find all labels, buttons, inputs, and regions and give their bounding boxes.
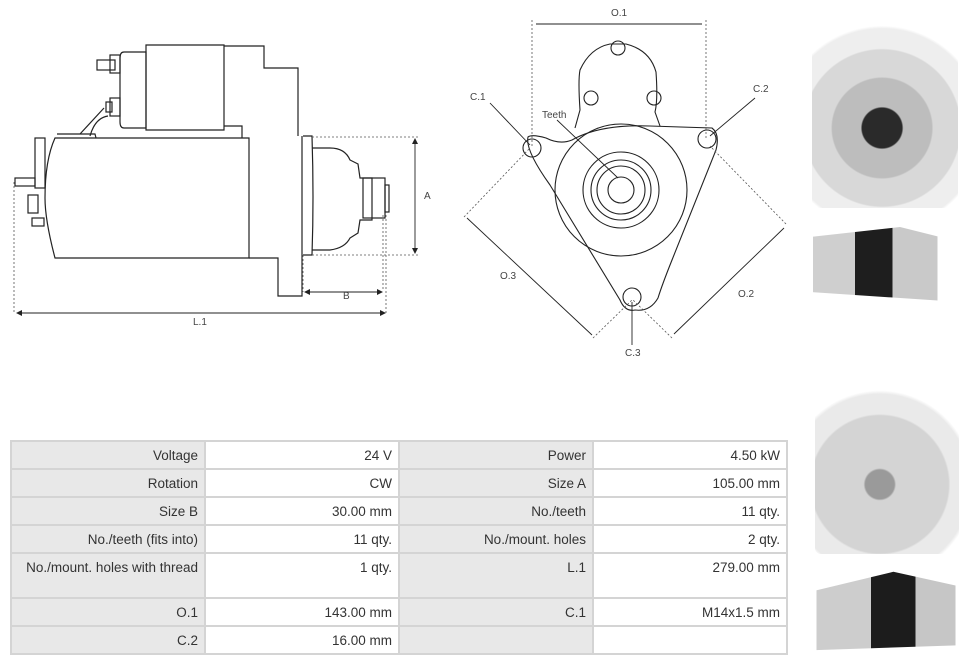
spec-row: No./teeth (fits into)11 qty.No./mount. h… (10, 524, 788, 554)
spec-label: No./mount. holes (398, 524, 594, 554)
spec-label: No./teeth (398, 496, 594, 526)
spec-value: 30.00 mm (204, 496, 400, 526)
spec-value: 16.00 mm (204, 625, 400, 655)
spec-value: 11 qty. (592, 496, 788, 526)
dimension-label-c3: C.3 (625, 348, 641, 359)
teeth-label: Teeth (542, 110, 566, 121)
spec-value: M14x1.5 mm (592, 597, 788, 627)
spec-label: Rotation (10, 468, 206, 498)
spec-value: 24 V (204, 440, 400, 470)
spec-label: No./teeth (fits into) (10, 524, 206, 554)
dimension-label-o3: O.3 (500, 271, 517, 282)
spec-label: Voltage (10, 440, 206, 470)
spec-value: 105.00 mm (592, 468, 788, 498)
dimension-label-c2: C.2 (753, 84, 769, 95)
spec-label: No./mount. holes with thread (10, 552, 206, 599)
dimension-label-c1: C.1 (470, 92, 486, 103)
spec-label: O.1 (10, 597, 206, 627)
side-photo-2 (812, 571, 960, 651)
spec-label (398, 625, 594, 655)
spec-value: CW (204, 468, 400, 498)
dimension-label-b: B (343, 291, 350, 302)
spec-value: 279.00 mm (592, 552, 788, 599)
spec-label: C.2 (10, 625, 206, 655)
dimension-label-a: A (424, 191, 431, 202)
spec-value: 4.50 kW (592, 440, 788, 470)
dimension-label-l1: L.1 (193, 317, 207, 328)
spec-value: 11 qty. (204, 524, 400, 554)
dimension-label-o2: O.2 (738, 289, 755, 300)
side-view-diagram: A B L.1 (13, 44, 431, 328)
spec-value: 143.00 mm (204, 597, 400, 627)
spec-value: 2 qty. (592, 524, 788, 554)
rear-photo (815, 322, 959, 554)
spec-label: L.1 (398, 552, 594, 599)
spec-label: C.1 (398, 597, 594, 627)
spec-value (592, 625, 788, 655)
front-flange-photo (812, 8, 958, 208)
spec-label: Power (398, 440, 594, 470)
dimension-label-o1: O.1 (611, 8, 628, 19)
spec-value: 1 qty. (204, 552, 400, 599)
spec-label: Size A (398, 468, 594, 498)
side-photo (810, 227, 960, 302)
spec-label: Size B (10, 496, 206, 526)
front-view-diagram: O.1 C.1 C.2 Teeth O.3 O.2 C.3 (463, 8, 787, 359)
